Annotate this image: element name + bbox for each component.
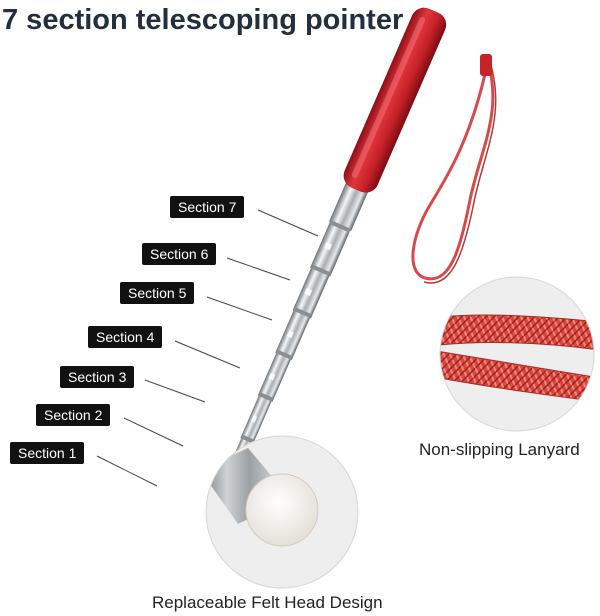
section-3-label: Section 3 [60,366,135,388]
section-6-label: Section 6 [142,243,217,265]
felt-head-caption: Replaceable Felt Head Design [152,593,383,612]
lanyard [411,54,497,284]
section-1-label: Section 1 [10,442,85,464]
section-2-label: Section 2 [36,404,111,426]
label-leader-lines [96,209,319,487]
lanyard-detail-circle [439,276,595,432]
lanyard-caption: Non-slipping Lanyard [419,440,580,459]
section-4-label: Section 4 [88,326,163,348]
section-7-label: Section 7 [170,196,245,218]
page-title: 7 section telescoping pointer [2,4,404,36]
pointer-handle [343,7,447,193]
section-5-label: Section 5 [120,282,195,304]
felt-head-detail-circle [205,435,359,589]
